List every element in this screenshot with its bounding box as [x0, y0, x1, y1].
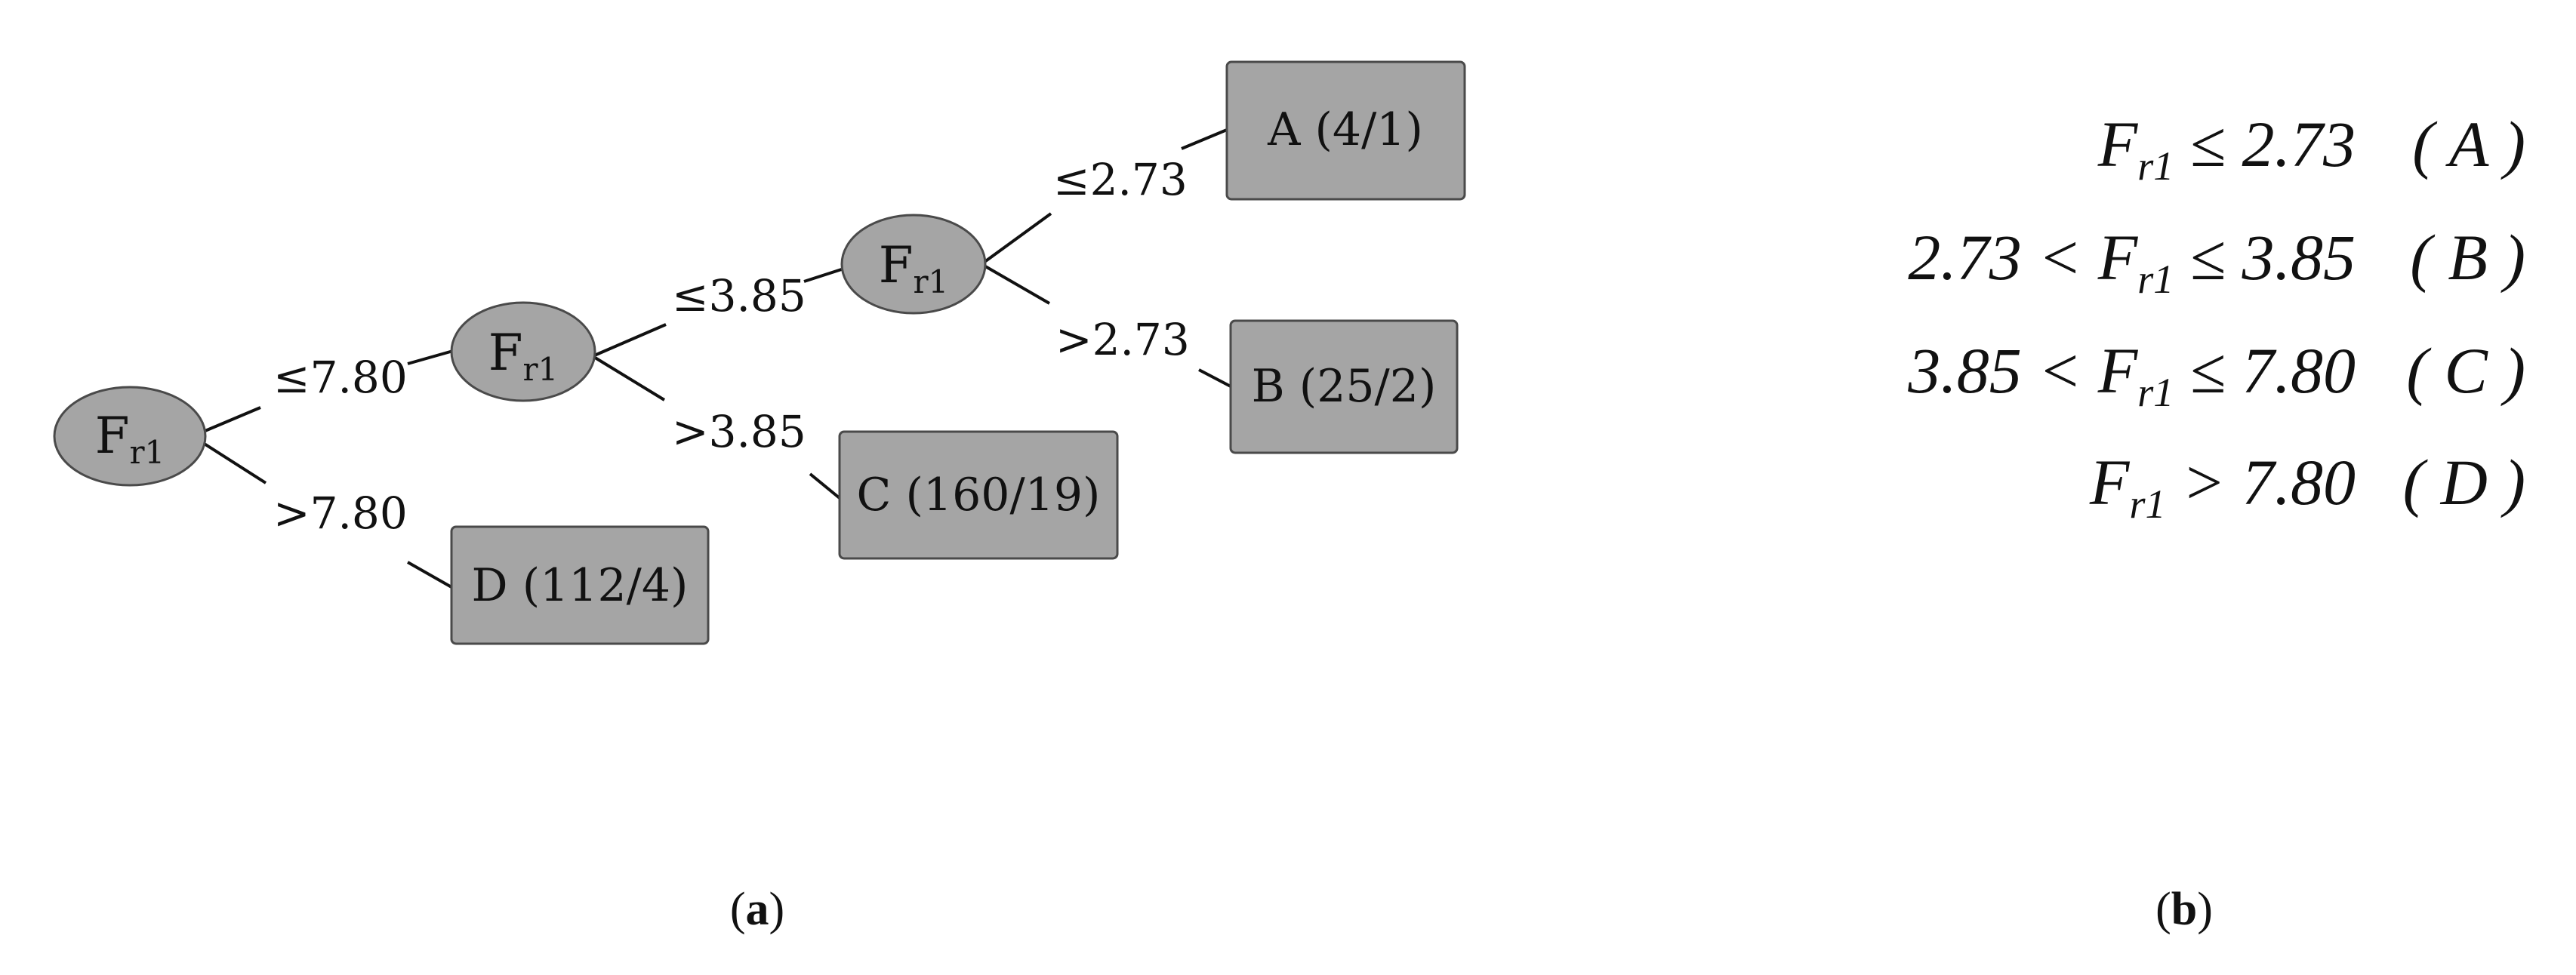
rule-B: 2.73 < Fr1 ≤ 3.85 [1908, 221, 2356, 302]
rule-C: 3.85 < Fr1 ≤ 7.80 [1907, 334, 2356, 415]
node-ellipse [450, 301, 596, 402]
leaf-label: C (160/19) [857, 469, 1101, 521]
node-var: F [95, 407, 130, 465]
node-var: F [488, 324, 523, 382]
panel-b-rules: Fr1 ≤ 2.73 ( A ) 2.73 < Fr1 ≤ 3.85 ( B )… [1907, 108, 2525, 527]
rule-post: > 7.80 [2165, 446, 2356, 518]
caption-a-open: ( [730, 884, 746, 935]
edge-label-n2-n3: ≤3.85 [672, 270, 806, 321]
leaf-box [450, 525, 710, 645]
panel-a-decision-tree: ≤7.80 >7.80 ≤3.85 >3.85 ≤2.73 >2.73 Fr1 … [53, 60, 1466, 645]
caption-a-letter: a [746, 884, 769, 935]
rule-post: ≤ 2.73 [2174, 108, 2356, 180]
node-sub: r1 [522, 351, 558, 388]
node-label: Fr1 [879, 236, 949, 300]
leaf-label: D (112/4) [472, 559, 689, 612]
edge-n2-to-n3 [592, 323, 667, 358]
rule-sub: r1 [2137, 143, 2174, 189]
rule-var: F [2097, 221, 2139, 294]
rule-sub: r1 [2129, 481, 2165, 527]
edge-label-n2-C: >3.85 [672, 406, 806, 457]
edge-n2-to-C [591, 355, 666, 401]
leaf-D: D (112/4) [450, 525, 710, 645]
edge-n3-to-B-tail [1198, 368, 1231, 388]
leaf-C: C (160/19) [838, 430, 1119, 560]
node-label: Fr1 [488, 324, 559, 388]
rule-pre: 2.73 < [1908, 221, 2098, 294]
edge-label-n1-D: >7.80 [273, 488, 408, 539]
rule-var: F [2097, 108, 2139, 180]
rule-A: Fr1 ≤ 2.73 [2097, 108, 2356, 189]
edge-label-n3-B: >2.73 [1055, 314, 1190, 365]
leaf-box [1225, 60, 1466, 201]
edge-label-n1-n2: ≤7.80 [273, 352, 408, 403]
rule-var: F [2097, 334, 2139, 407]
edge-label-n3-A: ≤2.73 [1053, 154, 1188, 205]
rule-D-class: ( D ) [2403, 446, 2525, 518]
rule-post: ≤ 7.80 [2174, 334, 2356, 407]
node-var: F [879, 236, 914, 294]
rule-A-class: ( A ) [2412, 108, 2525, 180]
leaf-B: B (25/2) [1229, 319, 1459, 454]
rule-B-class: ( B ) [2410, 221, 2525, 294]
decision-node-middle: Fr1 [450, 301, 596, 402]
leaf-label: A (4/1) [1267, 103, 1423, 156]
caption-b-open: ( [2155, 884, 2171, 935]
caption-b: (b) [2155, 884, 2213, 935]
caption-b-close: ) [2197, 884, 2213, 935]
node-sub: r1 [913, 263, 948, 300]
edge-n1-to-D-tail [407, 561, 452, 589]
node-ellipse [53, 386, 207, 487]
node-label: Fr1 [95, 407, 165, 471]
node-ellipse [840, 214, 987, 315]
rule-C-class: ( C ) [2406, 334, 2525, 407]
rule-post: ≤ 3.85 [2174, 221, 2356, 294]
rule-pre: 3.85 < [1907, 334, 2098, 407]
decision-node-root: Fr1 [53, 386, 207, 487]
leaf-box [1229, 319, 1459, 454]
node-sub: r1 [129, 434, 165, 471]
caption-a-close: ) [769, 884, 785, 935]
leaf-box [838, 430, 1119, 560]
caption-a: (a) [730, 884, 784, 935]
leaf-A: A (4/1) [1225, 60, 1466, 201]
rule-D: Fr1 > 7.80 [2089, 446, 2356, 527]
decision-node-upper: Fr1 [840, 214, 987, 315]
edge-n3-to-A [980, 212, 1052, 266]
caption-b-letter: b [2171, 884, 2197, 935]
rule-sub: r1 [2137, 257, 2174, 302]
edge-n3-to-B [980, 263, 1051, 305]
rule-var: F [2089, 446, 2131, 518]
edge-n1-to-n2-tail [407, 349, 454, 365]
edge-n2-to-C-tail [809, 472, 841, 500]
rule-sub: r1 [2137, 370, 2174, 415]
leaf-label: B (25/2) [1252, 360, 1437, 413]
edge-n3-to-A-tail [1181, 128, 1228, 150]
